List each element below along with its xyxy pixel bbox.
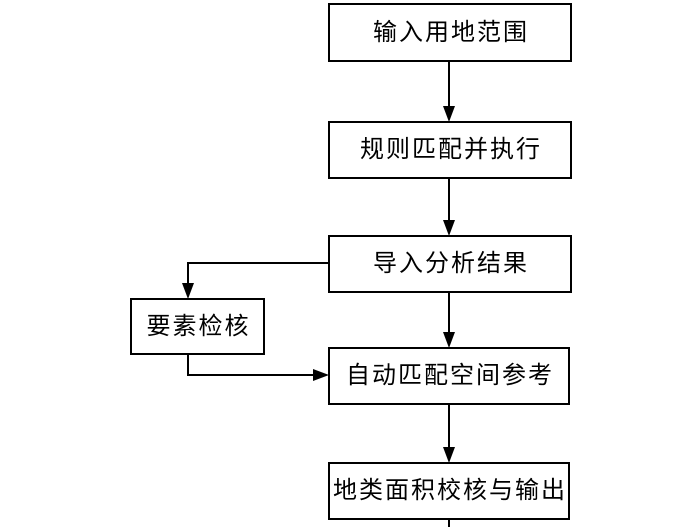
node-label-area-check-output: 地类面积校核与输出: [333, 478, 567, 504]
flow-node-rule-match-execute: 规则匹配并执行: [328, 121, 572, 179]
flow-node-input-land-scope: 输入用地范围: [328, 3, 572, 62]
arrow-import-to-spatial-reference: [443, 293, 455, 348]
arrow-rule-match-to-import: [443, 179, 455, 236]
flow-node-import-analysis-results: 导入分析结果: [328, 235, 572, 293]
arrow-spatial-reference-to-area-output: [443, 405, 455, 463]
arrow-input-to-rule-match: [443, 62, 455, 122]
node-label-rule-match-execute: 规则匹配并执行: [360, 137, 542, 163]
arrow-element-check-to-spatial-reference: [187, 355, 329, 381]
node-label-import-analysis-results: 导入分析结果: [373, 251, 529, 277]
arrow-import-to-element-check: [182, 262, 328, 299]
flow-node-element-check: 要素检核: [130, 298, 265, 355]
node-label-auto-match-spatial-reference: 自动匹配空间参考: [346, 363, 554, 389]
node-label-element-check: 要素检核: [146, 313, 251, 340]
flow-node-area-check-output: 地类面积校核与输出: [328, 462, 570, 520]
node-label-input-land-scope: 输入用地范围: [373, 19, 529, 46]
flow-node-auto-match-spatial-reference: 自动匹配空间参考: [328, 347, 570, 405]
